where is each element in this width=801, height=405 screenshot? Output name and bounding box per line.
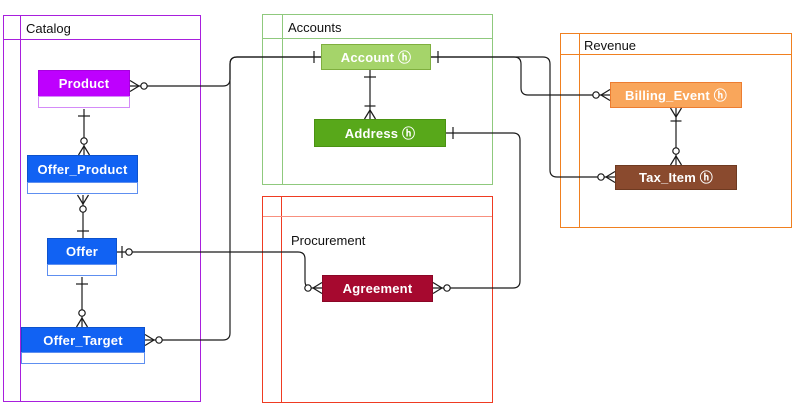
entity-offer[interactable]: Offer (47, 238, 117, 265)
group-header-line (263, 38, 492, 39)
entity-label: Tax_Item ⓗ (638, 170, 713, 185)
group-header-line (561, 54, 791, 55)
group-title-accounts: Accounts (288, 20, 342, 35)
group-title-revenue: Revenue (584, 38, 637, 53)
entity-label: Offer (65, 244, 99, 259)
entity-label: Billing_Event ⓗ (625, 87, 727, 103)
entity-billing-event[interactable]: Billing_Event ⓗ (610, 82, 742, 108)
group-revenue[interactable]: Revenue (560, 33, 792, 228)
group-title-catalog: Catalog (26, 21, 71, 36)
entity-label: Offer_Product (37, 161, 128, 177)
entity-agreement[interactable]: Agreement (322, 275, 433, 302)
group-left-column-line (282, 15, 283, 184)
entity-attribute-row (21, 352, 145, 364)
entity-offer-target[interactable]: Offer_Target (21, 327, 145, 353)
group-left-column-line (281, 197, 282, 402)
group-left-column-line (579, 34, 580, 227)
entity-tax-item[interactable]: Tax_Item ⓗ (615, 165, 737, 190)
entity-product[interactable]: Product (38, 70, 130, 97)
entity-address[interactable]: Address ⓗ (314, 119, 446, 147)
group-title-procurement: Procurement (291, 233, 366, 248)
entity-attribute-row (27, 182, 138, 194)
group-left-column-line (20, 16, 21, 401)
group-header-line (4, 39, 200, 40)
entity-attribute-row (47, 264, 117, 276)
entity-label: Account ⓗ (340, 49, 412, 65)
entity-label: Product (58, 76, 110, 91)
entity-label: Agreement (342, 281, 413, 296)
entity-label: Offer_Target (43, 332, 123, 348)
entity-account[interactable]: Account ⓗ (321, 44, 431, 70)
group-accounts[interactable]: Accounts (262, 14, 493, 185)
group-header-line (263, 216, 492, 217)
entity-offer-product[interactable]: Offer_Product (27, 155, 138, 183)
entity-attribute-row (38, 96, 130, 108)
entity-label: Address ⓗ (344, 125, 416, 141)
